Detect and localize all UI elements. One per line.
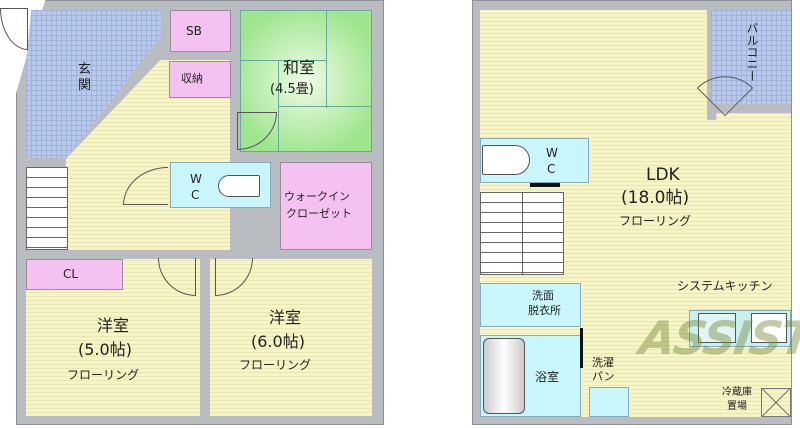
ldk-size: (18.0帖): [621, 188, 690, 208]
shoebox-label: SB: [186, 24, 202, 38]
western-room-2-floor: フローリング: [239, 358, 312, 372]
stairs-floor2: [480, 192, 564, 275]
wc-floor1-label-c: C: [191, 188, 200, 202]
walk-in-closet-label-2: クローゼット: [286, 207, 352, 220]
bathroom-door[interactable]: [580, 328, 583, 368]
closet: [26, 259, 123, 290]
western-room-2-size: (6.0帖): [251, 332, 305, 351]
toilet-icon: [218, 175, 260, 197]
laundry-label-1: 洗濯: [592, 356, 614, 369]
kitchen-label: システムキッチン: [677, 279, 773, 293]
sink-icon: [698, 313, 736, 343]
storage: [169, 61, 231, 98]
fridge-space: [761, 388, 791, 417]
storage-label: 収納: [181, 72, 203, 85]
balcony-label: バルコニー: [745, 22, 759, 82]
ldk-lower: [716, 113, 791, 417]
washroom: [480, 283, 581, 327]
toilet-icon: [482, 145, 530, 175]
shoebox: [170, 10, 231, 52]
entrance-door[interactable]: [0, 8, 28, 50]
wc-floor2-door[interactable]: [530, 183, 560, 187]
ldk-floor: フローリング: [619, 214, 692, 228]
bathroom-label: 浴室: [535, 370, 560, 384]
balcony: [711, 10, 791, 104]
ldk-name: LDK: [646, 165, 680, 185]
entrance-label: 玄 関: [78, 62, 92, 94]
wc-floor2-label-w: W: [546, 146, 558, 160]
laundry-label-2: パン: [592, 370, 615, 383]
wc-floor1-label-w: W: [190, 172, 202, 186]
stairs-floor1: [26, 167, 68, 250]
japanese-room-name: 和室: [283, 58, 316, 77]
watermark-logo: ASSIST: [636, 311, 800, 365]
western-room-1-name: 洋室: [97, 316, 130, 335]
bathtub-icon: [483, 338, 525, 414]
fridge-label-1: 冷蔵庫: [722, 387, 752, 398]
fridge-label-2: 置場: [727, 401, 747, 412]
closet-label: CL: [63, 267, 79, 281]
japanese-room-size: (4.5畳): [270, 82, 314, 97]
washroom-label-2: 脱衣所: [528, 304, 561, 317]
walk-in-closet-label-1: ウォークイン: [284, 190, 350, 203]
western-room-2-name: 洋室: [269, 308, 302, 327]
western-room-1-floor: フローリング: [67, 368, 140, 382]
laundry-pan: [589, 387, 629, 417]
washroom-label-1: 洗面: [532, 289, 554, 302]
stove-icon: [751, 313, 787, 343]
walk-in-closet: [280, 162, 372, 250]
western-room-1-size: (5.0帖): [78, 340, 132, 359]
wc-floor2-label-c: C: [547, 162, 556, 176]
